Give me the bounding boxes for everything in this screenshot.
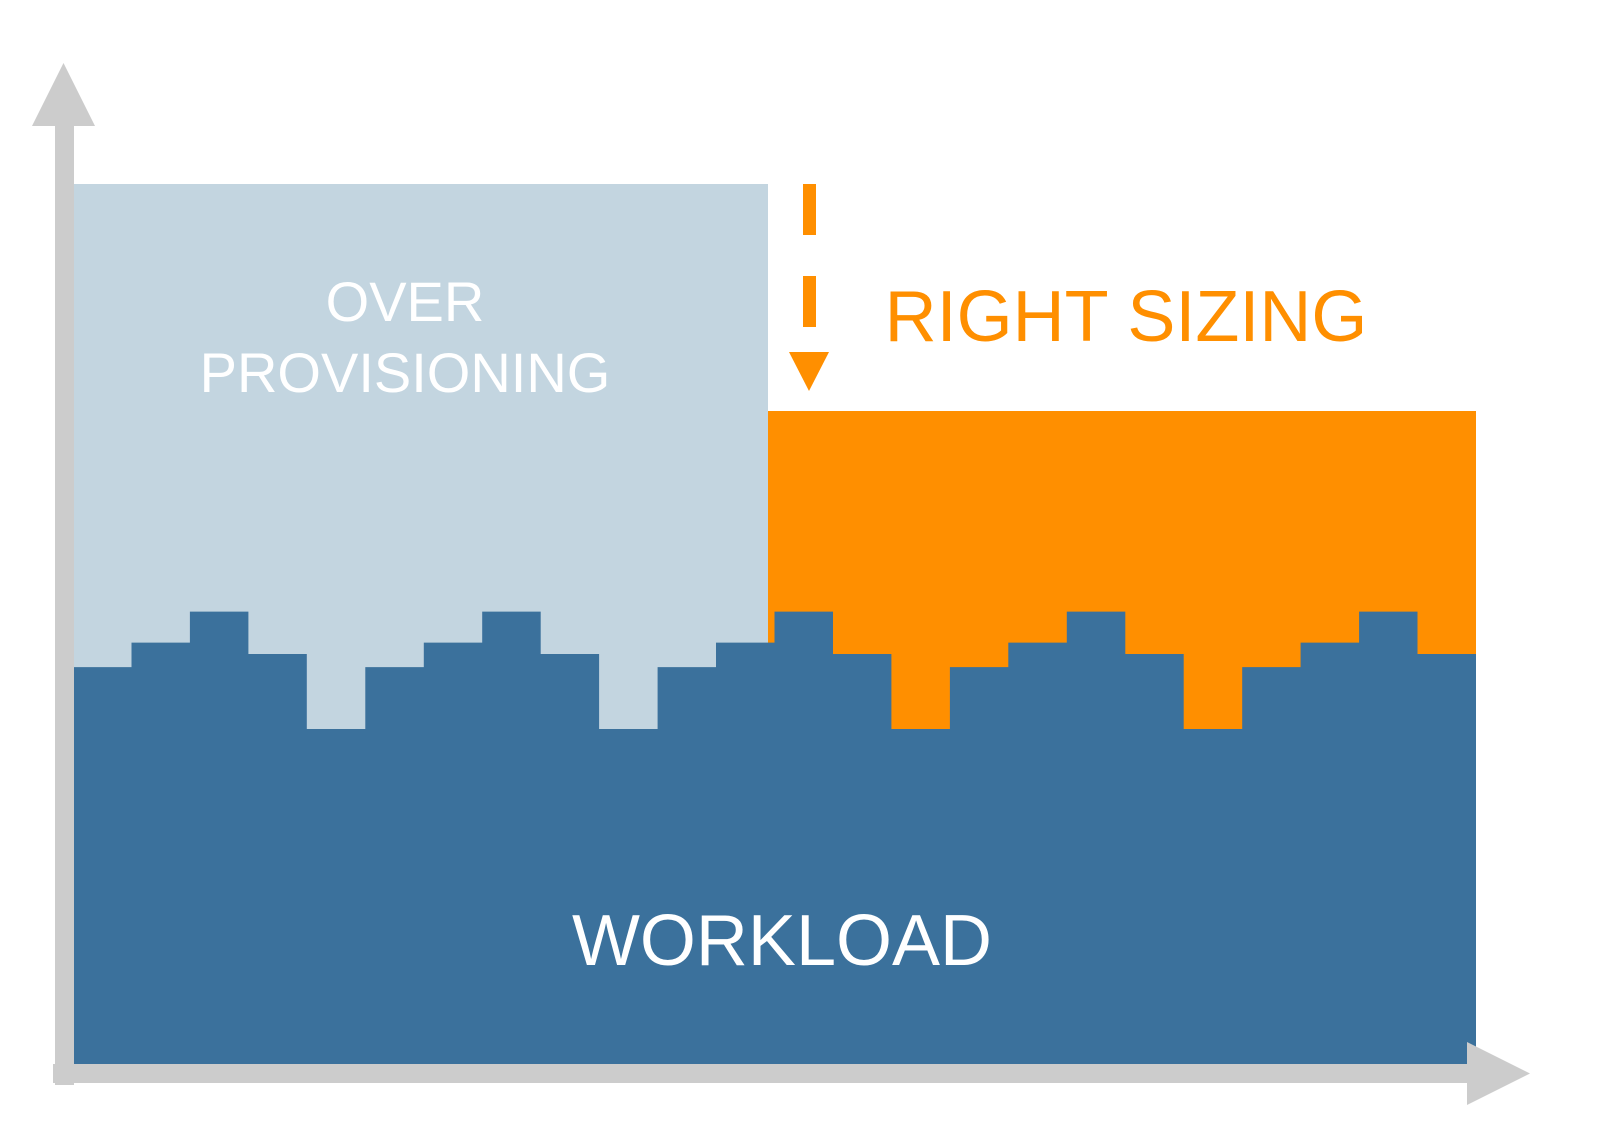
dashed-arrow-down-icon xyxy=(789,184,829,391)
y-axis xyxy=(32,63,95,1085)
over-provisioning-label-line2: PROVISIONING xyxy=(200,341,611,404)
arrow-up-icon xyxy=(32,63,95,126)
x-axis xyxy=(53,1042,1530,1105)
workload-label: WORKLOAD xyxy=(572,901,992,981)
arrow-right-icon xyxy=(1467,1042,1530,1105)
over-provisioning-label-line1: OVER xyxy=(326,270,485,333)
workload-area xyxy=(73,611,1476,1064)
right-sizing-label: RIGHT SIZING xyxy=(885,277,1368,357)
